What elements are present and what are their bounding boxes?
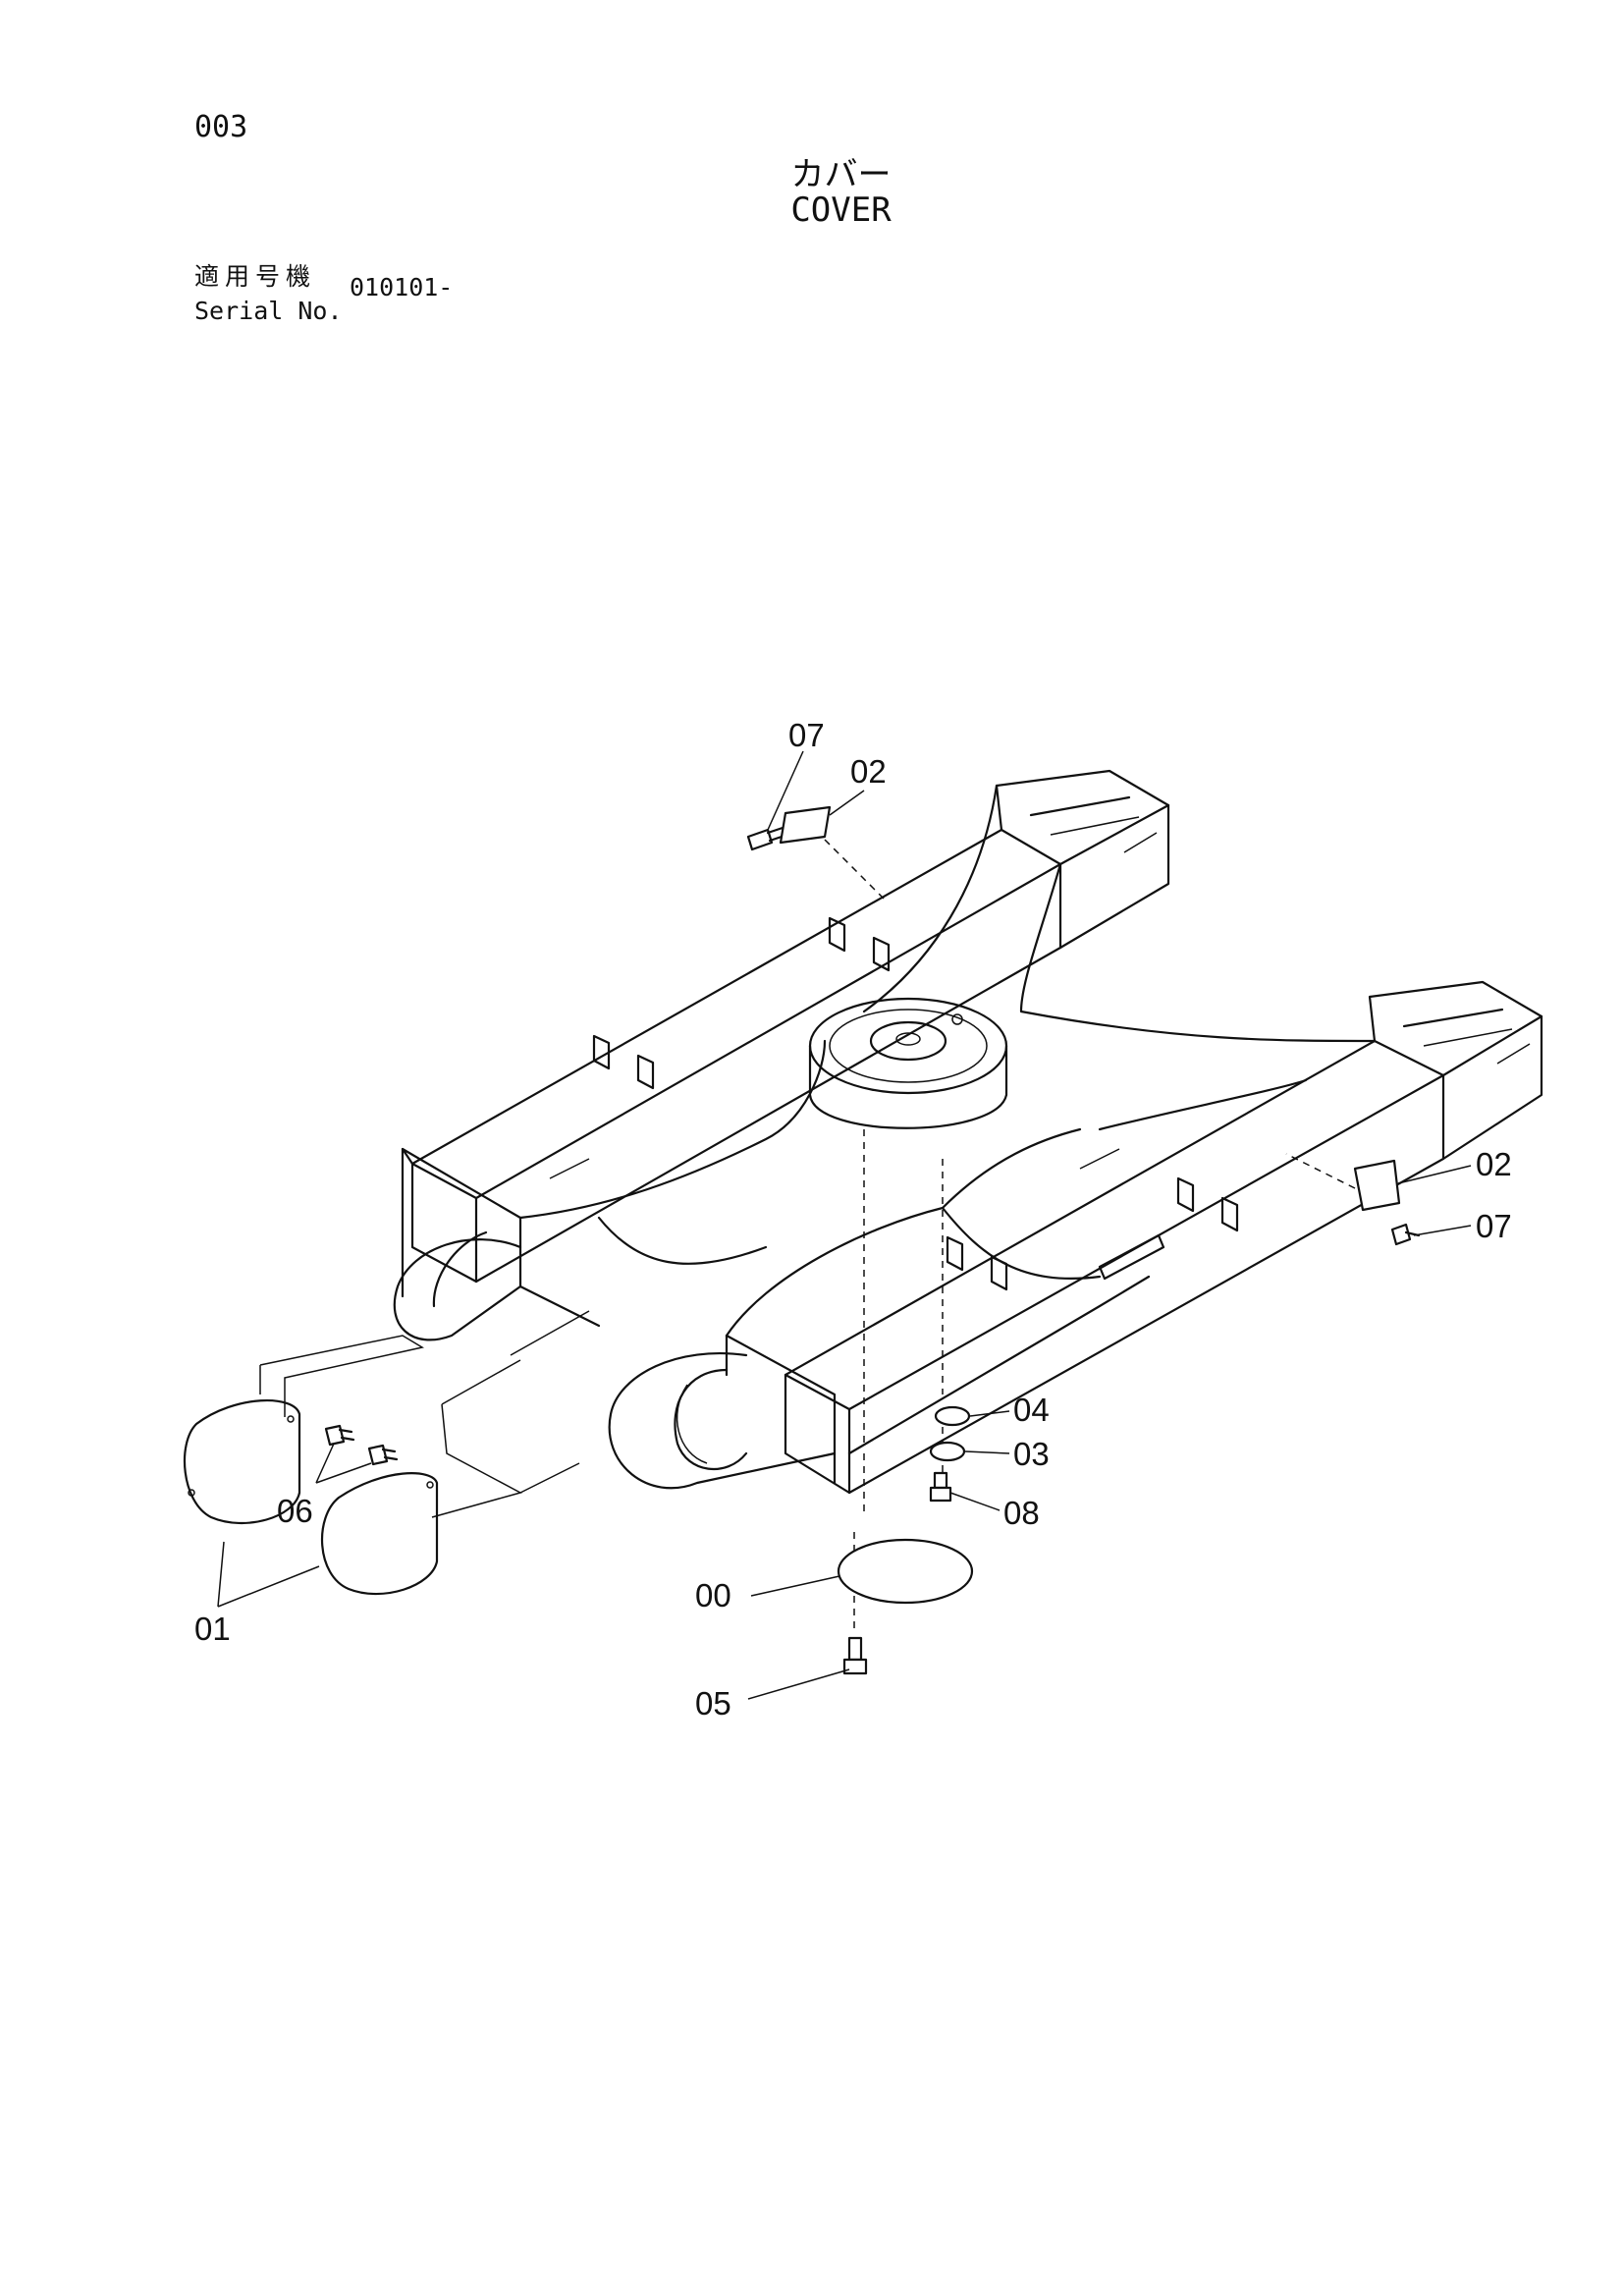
part-00-round-cover	[837, 1538, 974, 1605]
part-02-top-plate	[779, 805, 885, 900]
part-04-shim	[934, 1405, 971, 1427]
callout-07-right: 07	[1476, 1208, 1512, 1244]
part-06-bolts	[324, 1424, 399, 1466]
title-english: COVER	[790, 191, 892, 230]
callout-00: 00	[695, 1577, 731, 1613]
part-07-right-bolt	[1390, 1223, 1421, 1246]
serial-label-english: Serial No.	[194, 297, 343, 325]
leader-lines	[217, 750, 1472, 1700]
callout-08: 08	[1003, 1495, 1040, 1531]
part-08-bolt	[929, 1471, 952, 1503]
part-05-bolt	[842, 1636, 868, 1675]
callout-labels: 07 02 02 07 04 03 08 00 05 06 01	[194, 717, 1512, 1722]
callout-07-top: 07	[788, 717, 825, 753]
callout-04: 04	[1013, 1392, 1050, 1428]
part-01-idler-covers	[183, 1399, 439, 1596]
callout-02-top: 02	[850, 753, 887, 790]
callout-06: 06	[277, 1493, 313, 1529]
title-japanese: カバー	[790, 155, 892, 194]
part-03-shim	[929, 1441, 966, 1462]
callout-02-right: 02	[1476, 1146, 1512, 1182]
callout-05: 05	[695, 1685, 731, 1722]
cover-placement-outline	[259, 1310, 590, 1518]
part-02-right-plate	[1285, 1153, 1401, 1212]
track-frame-drawing	[393, 769, 1543, 1630]
page-number: 003	[194, 110, 248, 144]
serial-number-value: 010101-	[350, 273, 454, 301]
serial-label-japanese: 適用号機	[194, 262, 317, 291]
callout-01: 01	[194, 1611, 231, 1647]
part-07-top-bolt	[746, 825, 789, 851]
callout-03: 03	[1013, 1436, 1050, 1472]
